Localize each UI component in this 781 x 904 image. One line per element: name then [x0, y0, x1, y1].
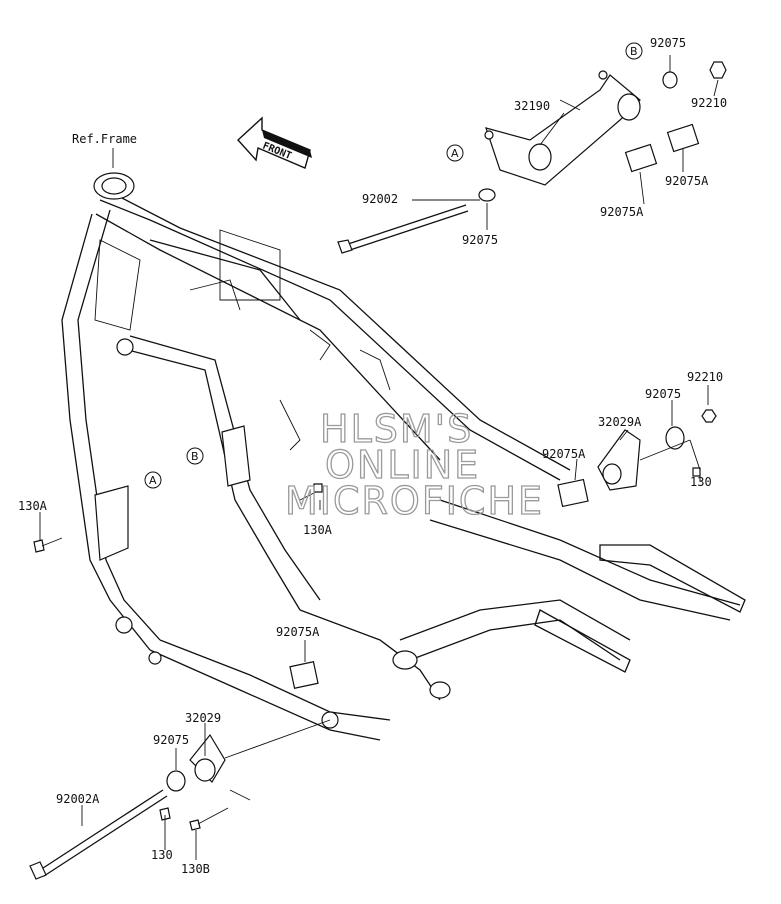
part-label: 130B	[181, 862, 210, 876]
part-label: 32029A	[598, 415, 642, 429]
part-label: 92075	[153, 733, 189, 747]
callout-a-frame: A	[144, 471, 162, 489]
part-label: 130A	[303, 523, 333, 537]
svg-text:B: B	[630, 45, 638, 58]
ref-frame-label: Ref.Frame	[72, 132, 137, 146]
part-label: 92075A	[276, 625, 320, 639]
right-mount-parts	[557, 409, 717, 508]
svg-text:A: A	[451, 147, 459, 160]
leader-lines	[39, 55, 719, 860]
part-label: 92075	[645, 387, 681, 401]
svg-text:HLSM'S: HLSM'S	[320, 407, 473, 451]
part-label: 92002	[362, 192, 398, 206]
callout-a-top: A	[446, 144, 464, 162]
lower-mount-parts	[29, 661, 331, 880]
part-label: 92075A	[542, 447, 586, 461]
part-label: 130	[690, 475, 712, 489]
part-label: 92075	[650, 36, 686, 50]
callout-b-frame: B	[186, 447, 204, 465]
upper-mount-parts	[337, 61, 727, 254]
svg-text:A: A	[149, 474, 157, 487]
svg-text:ONLINE: ONLINE	[325, 443, 480, 487]
part-label: 130	[151, 848, 173, 862]
svg-text:MICROFICHE: MICROFICHE	[285, 479, 544, 523]
svg-text:B: B	[191, 450, 199, 463]
part-label: 32029	[185, 711, 221, 725]
part-label: 92075A	[665, 174, 709, 188]
bolt-fasteners	[33, 483, 323, 553]
front-arrow: FRONT	[237, 116, 312, 169]
watermark: HLSM'S ONLINE MICROFICHE	[284, 406, 544, 523]
part-label: 92002A	[56, 792, 100, 806]
frame-drawing	[61, 172, 746, 741]
part-label: 130A	[18, 499, 48, 513]
part-label: 92210	[687, 370, 723, 384]
part-label: 32190	[514, 99, 550, 113]
part-label: 92075A	[600, 205, 644, 219]
callout-b-top: B	[625, 42, 643, 60]
part-label: 92210	[691, 96, 727, 110]
part-label: 92075	[462, 233, 498, 247]
